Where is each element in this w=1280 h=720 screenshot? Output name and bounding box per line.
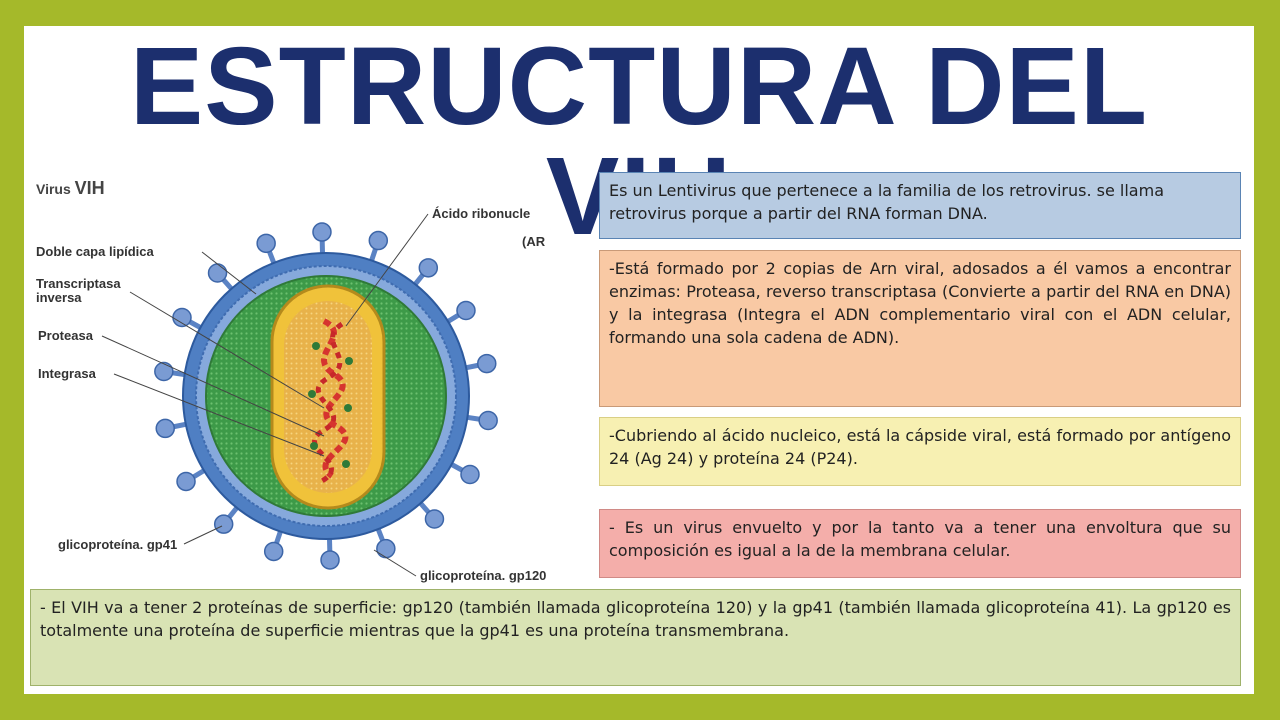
label-acido-line1: Ácido ribonucle: [432, 206, 530, 221]
diagram-heading-main: VIH: [75, 178, 105, 198]
label-acido-line2: (AR: [522, 234, 546, 249]
enzymes: [308, 342, 353, 468]
gp120-knob: [460, 464, 480, 485]
label-proteasa: Proteasa: [38, 328, 94, 343]
capsid-core: [284, 301, 372, 493]
label-transcriptasa-line2: inversa: [36, 290, 82, 305]
gp120-knob: [256, 233, 276, 254]
diagram-heading: Virus VIH: [36, 178, 105, 198]
label-doble-capa: Doble capa lipídica: [36, 244, 155, 259]
gp120-knob: [263, 541, 284, 562]
label-integrasa: Integrasa: [38, 366, 97, 381]
label-transcriptasa-line1: Transcriptasa: [36, 276, 121, 291]
gp120-knob: [154, 361, 174, 382]
gp120-knob: [207, 263, 228, 283]
hiv-structure-diagram: Virus VIH Doble capa lipídica Transcript…: [36, 178, 546, 583]
diagram-heading-prefix: Virus: [36, 181, 75, 197]
gp120-knob: [418, 258, 439, 278]
gp120-knob: [368, 230, 389, 251]
gp120-knob: [312, 222, 332, 242]
gp120-knob: [456, 300, 476, 321]
gp120-knob: [376, 538, 396, 559]
slide: Virus VIH Doble capa lipídica Transcript…: [24, 26, 1254, 694]
gp120-knob: [176, 471, 196, 492]
label-gp120: glicoproteína. gp120: [420, 568, 546, 583]
gp120-knob: [320, 550, 340, 570]
info-box-lentivirus: Es un Lentivirus que pertenece a la fami…: [599, 172, 1241, 239]
label-gp41: glicoproteína. gp41: [58, 537, 177, 552]
gp120-knob: [477, 353, 497, 374]
rna-strand: [321, 318, 349, 479]
info-box-envelope: - Es un virus envuelto y por la tanto va…: [599, 509, 1241, 578]
info-box-surface-proteins: - El VIH va a tener 2 proteínas de super…: [30, 589, 1241, 686]
gp120-knob: [478, 410, 498, 431]
gp120-knob: [155, 418, 175, 439]
info-box-structure: -Está formado por 2 copias de Arn viral,…: [599, 250, 1241, 407]
info-box-capsid: -Cubriendo al ácido nucleico, está la cá…: [599, 417, 1241, 486]
glycoprotein-spikes: [154, 222, 498, 570]
rna-strand: [312, 321, 344, 484]
gp120-knob: [172, 307, 192, 328]
gp120-knob: [213, 514, 234, 534]
gp120-knob: [424, 509, 445, 529]
leader-lines: [101, 213, 429, 577]
